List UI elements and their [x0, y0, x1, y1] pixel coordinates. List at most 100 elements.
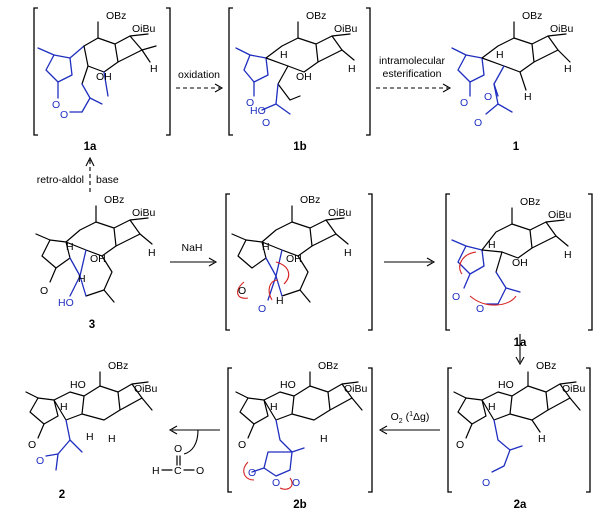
o-label: O	[246, 97, 254, 109]
o-label: O	[28, 439, 36, 451]
obz-label: OBz	[306, 10, 326, 22]
oxidation-arrow	[176, 83, 224, 93]
h-label: H	[488, 239, 496, 251]
singlet-oxygen-label: O2 (1Δg)	[391, 411, 430, 425]
nah-arrow	[170, 257, 218, 267]
h-label: H	[150, 63, 158, 75]
h-label: H	[496, 49, 504, 61]
oibu-label: OiBu	[132, 207, 156, 219]
svg-text:O: O	[196, 465, 204, 477]
obz-label: OBz	[108, 360, 128, 372]
oh-label: OH	[90, 253, 106, 265]
ho-label: HO	[250, 105, 266, 117]
o-label: O	[272, 477, 280, 489]
h-label: H	[262, 241, 270, 253]
h-label: H	[348, 63, 356, 75]
structure-2: OBz OiBu HO H H H O O	[25, 360, 158, 471]
obz-label: OBz	[318, 360, 338, 372]
h-label: H	[524, 91, 532, 103]
base-label: base	[96, 174, 119, 186]
o-label: O	[474, 117, 482, 129]
structure-alkoxide: OBz OiBu OH H H O O H	[231, 194, 352, 315]
compound-label-3: 3	[89, 319, 95, 331]
compound-label-2: 2	[59, 489, 65, 501]
arrow-to-1a	[384, 257, 436, 267]
structure-1: OBz OiBu H H H O O O	[451, 10, 574, 129]
retro-aldol-arrow	[85, 156, 95, 192]
o-label: O	[238, 439, 246, 451]
oxidation-label: oxidation	[178, 69, 220, 81]
svg-text:C: C	[174, 465, 182, 477]
structure-2a: OBz OiBu HO H H O O	[453, 360, 586, 489]
compound-label-2b: 2b	[293, 499, 306, 511]
h-label: H	[66, 241, 74, 253]
obz-label: OBz	[522, 10, 542, 22]
ho-label: HO	[70, 379, 86, 391]
bracket-1a-top	[33, 7, 171, 136]
oibu-label: OiBu	[134, 383, 158, 395]
esterification-arrow	[376, 83, 452, 93]
structure-2b: OBz OiBu HO H H O O O O	[235, 360, 368, 490]
oh-label: OH	[96, 71, 112, 83]
o-label: O	[460, 97, 468, 109]
o-label: O	[60, 109, 68, 121]
bracket-1b	[228, 7, 371, 136]
obz-label: OBz	[106, 10, 126, 22]
ominus-label: O	[52, 99, 60, 111]
retro-aldol-label: retro-aldol	[37, 174, 84, 186]
h-label: H	[320, 433, 328, 445]
oh-label: OH	[296, 71, 312, 83]
o-label: O	[292, 477, 300, 489]
o-label: O	[456, 439, 464, 451]
h-label: H	[280, 49, 288, 61]
h-label: H	[86, 431, 94, 443]
ho-label: HO	[498, 379, 514, 391]
structure-3: OBz OiBu OH H H O HO H	[35, 194, 156, 309]
structure-1a-top: OBz OiBu OH H O O	[37, 10, 158, 121]
obz-label: OBz	[104, 194, 124, 206]
h-label: H	[60, 401, 68, 413]
h-label: H	[564, 249, 572, 261]
oibu-label: OiBu	[132, 23, 156, 35]
arrow-to-2	[168, 425, 220, 455]
h-label: H	[344, 247, 352, 259]
o-label: O	[484, 91, 492, 103]
compound-label-2a: 2a	[514, 499, 527, 511]
ominus-label: O	[248, 467, 256, 479]
compound-label-1: 1	[513, 141, 520, 153]
bracket-alkoxide	[225, 193, 373, 331]
svg-text:H: H	[152, 465, 160, 477]
o-label: O	[262, 117, 270, 129]
bracket-2b	[227, 367, 373, 493]
ominus-label: O	[258, 303, 266, 315]
singlet-oxygen-arrow	[378, 425, 440, 435]
nah-label: NaH	[181, 242, 202, 254]
h-label: H	[78, 273, 86, 285]
svg-text:O: O	[174, 443, 182, 455]
ho-label: HO	[280, 379, 296, 391]
h-label: H	[564, 63, 572, 75]
oh-label: OH	[286, 253, 302, 265]
esterification-label-2: esterification	[383, 68, 442, 80]
oibu-label: OiBu	[344, 383, 368, 395]
ho-label: HO	[58, 297, 74, 309]
obz-label: OBz	[300, 194, 320, 206]
h-label: H	[538, 433, 546, 445]
h-label: H	[108, 433, 116, 445]
o-label: O	[238, 285, 246, 297]
obz-label: OBz	[520, 196, 540, 208]
h-label: H	[270, 401, 278, 413]
h-label: H	[276, 295, 284, 307]
compound-label-1a-top: 1a	[84, 141, 97, 153]
structure-1b: OBz OiBu OH H H O HO O	[235, 10, 358, 129]
obz-label: OBz	[536, 360, 556, 372]
arrow-down-to-2a	[515, 334, 525, 366]
structure-1a-mid: OBz OiBu OH H H O O	[451, 196, 572, 315]
ominus-label: O	[452, 291, 460, 303]
h-label: H	[148, 247, 156, 259]
esterification-label-1: intramolecular	[379, 55, 445, 67]
bracket-1a-mid	[445, 193, 593, 331]
o-label: O	[40, 285, 48, 297]
ominus-label: O	[482, 477, 490, 489]
